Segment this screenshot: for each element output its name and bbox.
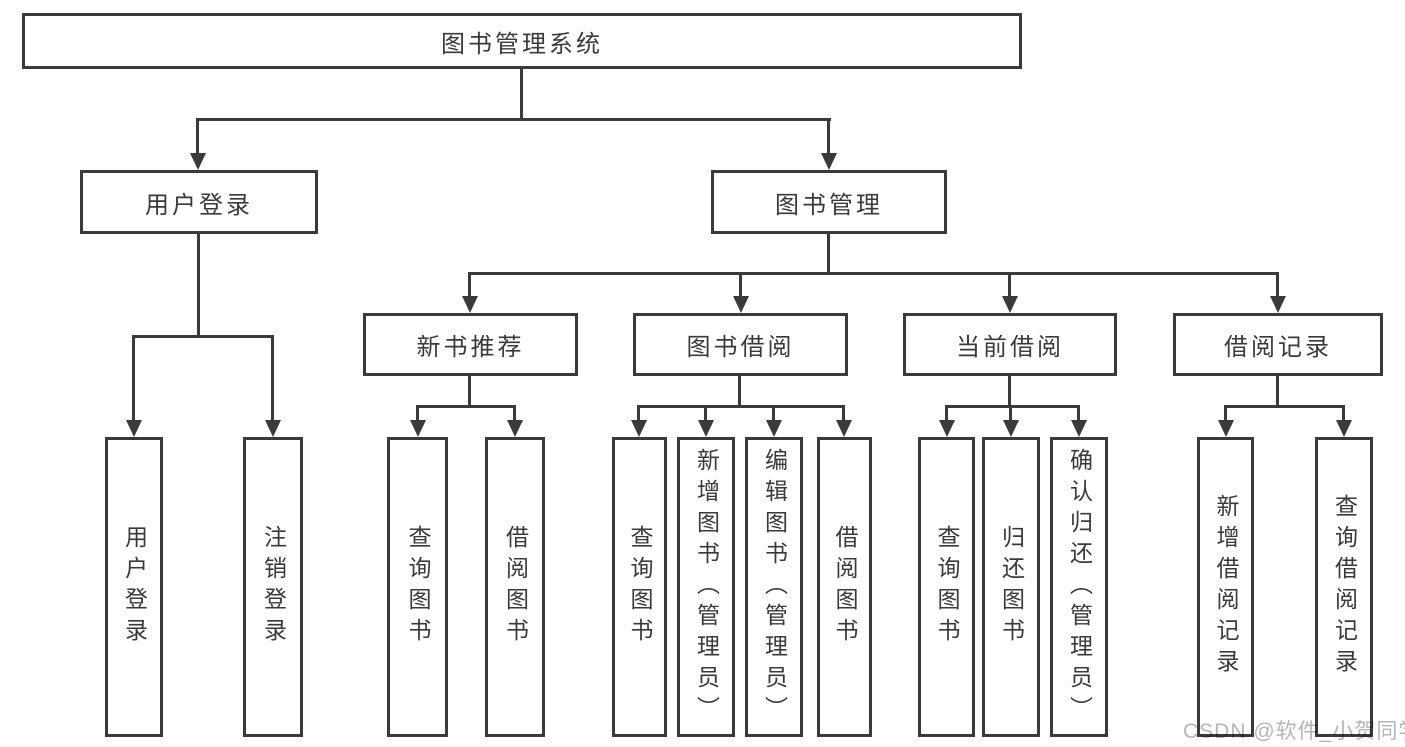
connector-line [416,405,419,422]
leaf-query-books-borrow: 查询图书 [612,437,667,737]
connector-line [197,233,200,338]
connector-line [1008,272,1011,299]
connector-line [132,335,135,422]
connector-line [416,405,516,408]
connector-line [1342,405,1345,422]
connector-line [827,233,830,275]
connector-line [1276,272,1279,299]
leaf-borrow-books-recommend: 借阅图书 [485,437,545,737]
arrowhead-icon [766,420,782,437]
leaf-query-books-recommend: 查询图书 [387,437,448,737]
connector-line [945,405,948,422]
connector-line [738,375,741,408]
connector-line [132,335,274,338]
leaf-confirm-return-admin: 确认归还（管理员） [1050,437,1108,737]
node-borrow-records: 借阅记录 [1173,313,1383,376]
leaf-user-login: 用户登录 [105,437,163,737]
arrowhead-icon [733,296,749,313]
leaf-borrow-books: 借阅图书 [817,437,872,737]
leaf-return-books: 归还图书 [982,437,1040,737]
arrowhead-icon [1336,420,1352,437]
arrowhead-icon [1270,296,1286,313]
connector-line [842,405,845,422]
leaf-add-borrow-record: 新增借阅记录 [1197,437,1254,737]
connector-line [271,335,274,422]
arrowhead-icon [1002,296,1018,313]
connector-line [1224,405,1345,408]
connector-line [827,118,830,155]
connector-line [739,272,742,299]
arrowhead-icon [265,420,281,437]
connector-line [704,405,707,422]
arrowhead-icon [507,420,523,437]
watermark: CSDN @软件_小贺同学 [1183,720,1405,743]
arrowhead-icon [1218,420,1234,437]
connector-line [1077,405,1080,422]
arrowhead-icon [1071,420,1087,437]
connector-line [1276,375,1279,408]
node-book-management: 图书管理 [711,170,947,234]
arrowhead-icon [821,153,837,170]
connector-line [513,405,516,422]
connector-line [1008,375,1011,408]
connector-line [772,405,775,422]
node-book-borrow: 图书借阅 [633,313,848,376]
arrowhead-icon [126,420,142,437]
arrowhead-icon [462,296,478,313]
arrowhead-icon [631,420,647,437]
connector-line [196,118,199,155]
connector-line [468,272,471,299]
arrowhead-icon [698,420,714,437]
leaf-query-books-current: 查询图书 [918,437,975,737]
arrowhead-icon [190,153,206,170]
arrowhead-icon [410,420,426,437]
leaf-logout: 注销登录 [243,437,303,737]
connector-line [520,69,523,121]
connector-line [468,375,471,408]
connector-line [196,118,831,121]
connector-line [637,405,845,408]
node-user-login: 用户登录 [80,170,318,234]
connector-line [945,405,1080,408]
node-new-book-recommend: 新书推荐 [363,313,578,376]
arrowhead-icon [836,420,852,437]
node-current-borrow: 当前借阅 [903,313,1117,376]
leaf-add-book-admin: 新增图书（管理员） [677,437,735,737]
node-root: 图书管理系统 [22,13,1022,69]
leaf-edit-book-admin: 编辑图书（管理员） [745,437,803,737]
arrowhead-icon [1003,420,1019,437]
connector-line [468,272,1279,275]
connector-line [1009,405,1012,422]
arrowhead-icon [939,420,955,437]
connector-line [1224,405,1227,422]
leaf-query-borrow-record: 查询借阅记录 [1315,437,1373,737]
connector-line [637,405,640,422]
